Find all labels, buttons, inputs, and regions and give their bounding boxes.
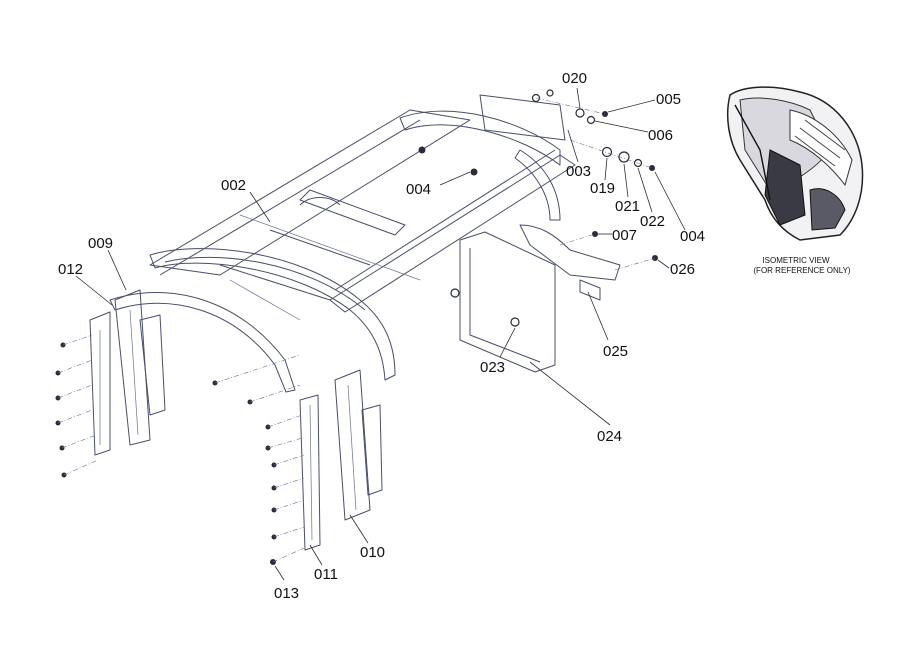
leader-lines bbox=[75, 87, 686, 581]
bushing-icon bbox=[601, 146, 613, 158]
callout-023: 023 bbox=[480, 359, 505, 376]
iso-front-grille bbox=[809, 188, 846, 231]
left-bolt-group bbox=[55, 334, 99, 478]
top-hardware-group bbox=[418, 89, 658, 327]
nut-icon bbox=[470, 168, 478, 176]
callout-021: 021 bbox=[615, 198, 640, 215]
iso-side-panel bbox=[789, 109, 853, 187]
fastener-hardware bbox=[55, 89, 658, 565]
callout-012: 012 bbox=[58, 261, 83, 278]
iso-vent-slats bbox=[794, 119, 846, 167]
callout-004-right: 004 bbox=[680, 228, 705, 245]
left-side-panel-assembly bbox=[89, 289, 166, 456]
callout-002: 002 bbox=[221, 177, 246, 194]
right-side-panel-assembly bbox=[299, 369, 383, 551]
nut-icon bbox=[418, 146, 426, 154]
iso-caption-subtitle: (FOR REFERENCE ONLY) bbox=[753, 266, 851, 275]
isometric-reference-view: ISOMETRIC VIEW (FOR REFERENCE ONLY) bbox=[726, 86, 864, 275]
callout-004-upper: 004 bbox=[406, 181, 431, 198]
callout-007: 007 bbox=[612, 227, 637, 244]
callout-009: 009 bbox=[88, 235, 113, 252]
callout-003: 003 bbox=[566, 163, 591, 180]
callout-019: 019 bbox=[590, 180, 615, 197]
callout-022: 022 bbox=[640, 213, 665, 230]
nut-icon bbox=[510, 317, 520, 327]
right-bolt-group bbox=[212, 354, 305, 565]
callout-labels: 002 009 012 004 020 005 006 003 019 021 … bbox=[58, 70, 705, 602]
nut-icon bbox=[450, 288, 460, 298]
iso-caption-title: ISOMETRIC VIEW bbox=[762, 256, 830, 265]
callout-024: 024 bbox=[597, 428, 622, 445]
callout-026: 026 bbox=[670, 261, 695, 278]
callout-006: 006 bbox=[648, 127, 673, 144]
rear-bracket-assembly bbox=[459, 224, 621, 373]
bolt-icon bbox=[649, 165, 655, 171]
callout-013: 013 bbox=[274, 585, 299, 602]
nut-icon bbox=[575, 108, 585, 118]
iso-engine-bay bbox=[764, 149, 806, 226]
callout-005: 005 bbox=[656, 91, 681, 108]
callout-011: 011 bbox=[314, 566, 338, 583]
bolt-icon bbox=[592, 231, 598, 237]
front-hoop-part bbox=[109, 292, 296, 393]
washer-icon bbox=[586, 115, 596, 125]
main-frame-assembly bbox=[149, 94, 576, 381]
callout-010: 010 bbox=[360, 544, 385, 561]
washer-icon bbox=[546, 89, 554, 97]
callout-025: 025 bbox=[603, 343, 628, 360]
callout-020: 020 bbox=[562, 70, 587, 87]
